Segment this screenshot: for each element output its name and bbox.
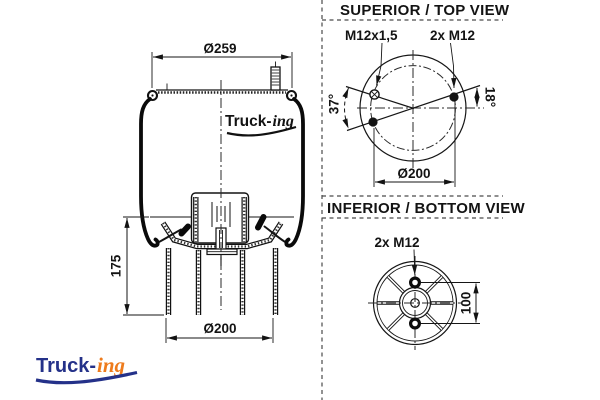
dim-100-label: 100 — [459, 292, 474, 315]
bottom-view: INFERIOR / BOTTOM VIEW 2x M12 — [327, 200, 526, 350]
logo-part1: Truck- — [36, 355, 96, 377]
dim-bolt-circle: Ø200 — [373, 103, 456, 187]
left-bead-wire — [178, 223, 191, 237]
watermark-part1: Truck- — [225, 113, 272, 130]
panel-dividers — [321, 0, 503, 400]
brand-logo: Truck-ing — [35, 353, 138, 385]
right-bead-center — [290, 94, 293, 97]
bellows-left-wall — [139, 97, 160, 248]
dim-175-label: 175 — [109, 254, 124, 277]
dim-piston-diameter: Ø200 — [165, 318, 274, 343]
top-stud-label: 2x M12 — [430, 28, 475, 43]
stud-threads — [271, 69, 280, 86]
bellows-outline — [139, 97, 305, 248]
bottom-view-title: INFERIOR / BOTTOM VIEW — [327, 200, 526, 217]
piston-spokes — [377, 275, 453, 331]
stud-hole-top — [409, 276, 422, 289]
left-bead-center — [151, 94, 154, 97]
watermark-part2: ing — [273, 113, 294, 130]
logo-part2: ing — [97, 353, 125, 377]
dim-259-label: Ø259 — [203, 41, 236, 56]
top-stud-leader — [450, 42, 457, 89]
stud-right — [449, 92, 459, 102]
stud-hole-bottom — [409, 317, 422, 330]
top-mounting-stud — [270, 61, 281, 91]
dim-height-175: 175 — [109, 216, 164, 316]
logo-swoosh — [35, 370, 138, 385]
air-fitting-label: M12x1,5 — [345, 28, 398, 43]
side-view: Truck-ing Ø259 175 Ø200 Truck-ing — [35, 41, 305, 385]
bottom-stud-leader — [411, 249, 418, 276]
stud-body — [270, 66, 281, 91]
top-view-title: SUPERIOR / TOP VIEW — [340, 2, 510, 19]
air-fitting-symbol — [369, 89, 380, 100]
bottom-stud-label: 2x M12 — [374, 235, 419, 250]
watermark-text: Truck-ing — [225, 113, 294, 130]
dim-top-diameter: Ø259 — [151, 41, 293, 88]
logo-text: Truck-ing — [36, 353, 125, 377]
air-fitting-leader — [376, 42, 383, 86]
cup-inner-lines — [211, 202, 231, 227]
right-bead-wire — [255, 214, 267, 231]
angle-37-label: 37° — [327, 94, 342, 114]
fitting-axis-line — [345, 85, 415, 110]
top-view: SUPERIOR / TOP VIEW 37° 18° M12x1,5 2x M… — [327, 2, 510, 187]
watermark-swoosh — [226, 125, 297, 137]
stud-lower-left — [368, 117, 378, 127]
bellows-right-wall — [284, 97, 305, 248]
dim-200-top-label: Ø200 — [397, 166, 430, 181]
dim-stud-spacing: 100 — [421, 282, 480, 324]
piston-skirt — [165, 248, 279, 315]
angle-37-arc — [342, 87, 349, 129]
angle-18-label: 18° — [482, 87, 497, 107]
bellows-watermark: Truck-ing — [225, 113, 297, 137]
dim-200-side-label: Ø200 — [203, 321, 236, 336]
